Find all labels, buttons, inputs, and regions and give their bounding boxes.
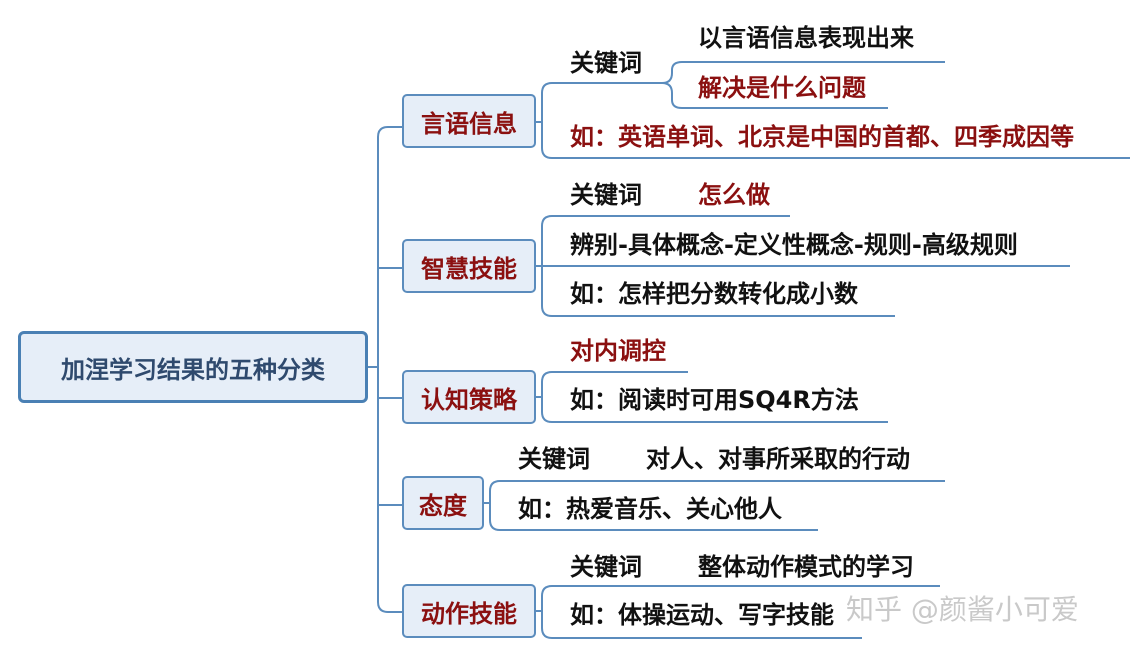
branch-attitude[interactable]: 态度: [402, 476, 484, 530]
description-text: 对内调控: [570, 337, 666, 365]
keyword-text: 对人、对事所采取的行动: [646, 445, 910, 473]
root-topic[interactable]: 加涅学习结果的五种分类: [18, 331, 368, 403]
branch-motor-skills[interactable]: 动作技能: [402, 584, 536, 638]
example-text: 如：英语单词、北京是中国的首都、四季成因等: [570, 123, 1074, 151]
branch-intellectual-skills[interactable]: 智慧技能: [402, 239, 536, 293]
keyword-text: 怎么做: [698, 181, 770, 209]
keyword-label: 关键词: [570, 181, 642, 209]
keyword-label: 关键词: [518, 445, 590, 473]
watermark: 知乎 @颜酱小可爱: [846, 593, 1079, 626]
example-text: 如：体操运动、写字技能: [570, 601, 834, 629]
branch-verbal-information[interactable]: 言语信息: [402, 94, 536, 148]
example-text: 如：怎样把分数转化成小数: [570, 280, 858, 308]
example-text: 如：热爱音乐、关心他人: [518, 495, 782, 523]
keyword-text: 以言语信息表现出来: [698, 24, 914, 52]
keyword-label: 关键词: [570, 553, 642, 581]
example-text: 如：阅读时可用SQ4R方法: [570, 386, 859, 414]
branch-cognitive-strategies[interactable]: 认知策略: [402, 370, 536, 424]
keyword-label: 关键词: [570, 49, 642, 77]
levels-text: 辨别-具体概念-定义性概念-规则-高级规则: [570, 231, 1018, 259]
keyword-text: 整体动作模式的学习: [698, 553, 914, 581]
keyword-text: 解决是什么问题: [698, 74, 866, 102]
